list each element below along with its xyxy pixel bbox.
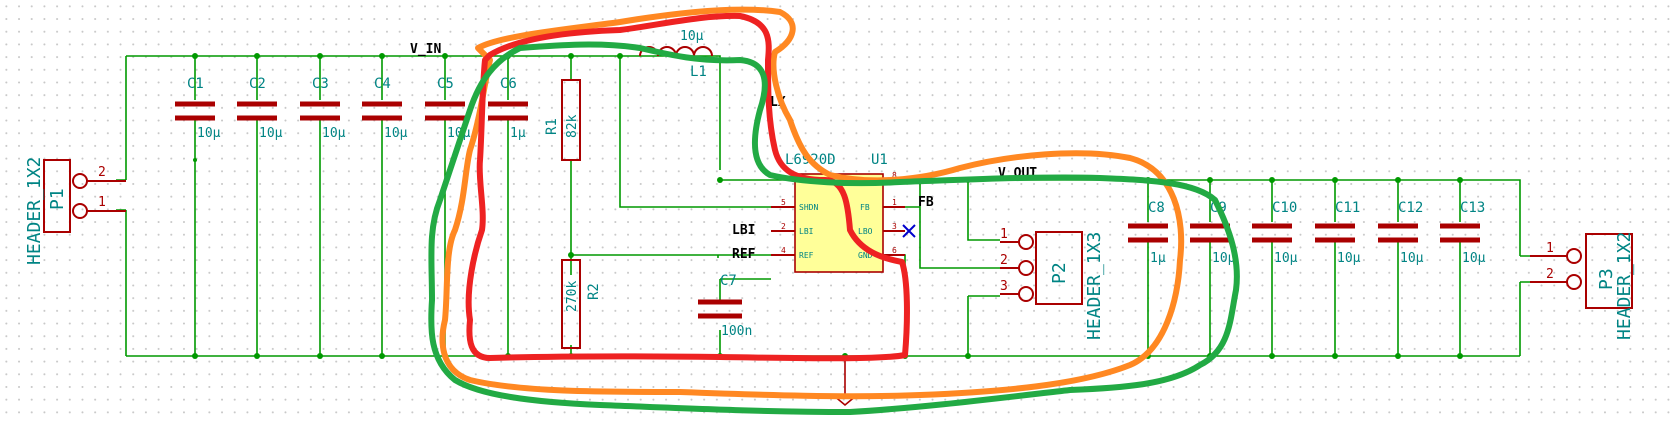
- cap-ref: C5: [437, 76, 454, 92]
- cap-ref: C3: [312, 76, 329, 92]
- cap-ref: C13: [1460, 200, 1485, 216]
- net-label-fb: FB: [918, 195, 934, 210]
- cap-value: 1µ: [1150, 251, 1166, 266]
- cap-value: 10µ: [1337, 251, 1361, 266]
- cap-value: 10µ: [1212, 251, 1236, 266]
- cap-c2: C2 10µ: [237, 56, 283, 356]
- cap-ref: C4: [374, 76, 391, 92]
- ic-pin-name: GND: [858, 251, 873, 260]
- cap-ref: C10: [1272, 200, 1297, 216]
- ic-pin-num: 1: [892, 198, 897, 207]
- c7-ref: C7: [720, 273, 737, 289]
- cap-ref: C11: [1335, 200, 1360, 216]
- ic-pin-name: FB: [860, 203, 870, 212]
- cap-c6: C6 1µ: [488, 56, 528, 356]
- cap-ref: C8: [1148, 200, 1165, 216]
- cap-ref: C12: [1398, 200, 1423, 216]
- r1-value: 82k: [565, 114, 580, 138]
- ic-pin-num: 3: [892, 222, 897, 231]
- p3-header: 1 2 P3 HEADER_1X2: [1530, 232, 1635, 340]
- cap-ref: C6: [500, 76, 517, 92]
- cap-value: 10µ: [1400, 251, 1424, 266]
- no-connect-icon: [902, 224, 916, 238]
- cap-c7: C7 100n: [698, 273, 752, 339]
- ic-ref: U1: [871, 152, 888, 168]
- cap-c4: C4 10µ: [362, 56, 408, 356]
- cap-value: 10µ: [197, 126, 221, 141]
- cap-ref: C1: [187, 76, 204, 92]
- cap-c10: C10 10µ: [1252, 180, 1298, 356]
- p1-ref: P1: [47, 188, 68, 210]
- resistor-r1: R1 82k: [544, 79, 581, 161]
- input-capacitors: C1 10µ C2 10µ C3 10µ C4 10µ C5 10µ: [175, 56, 528, 356]
- p1-pin-2: 2: [98, 165, 106, 180]
- net-label-lbi: LBI: [732, 223, 755, 238]
- cap-value: 10µ: [259, 126, 283, 141]
- p2-header: 1 2 3 P2 HEADER_1X3: [1000, 227, 1105, 340]
- cap-c12: C12 10µ: [1378, 180, 1424, 356]
- p2-value: HEADER_1X3: [1084, 232, 1105, 340]
- cap-value: 10µ: [322, 126, 346, 141]
- cap-value: 1µ: [510, 126, 526, 141]
- ic-pin-name: LBO: [858, 227, 873, 236]
- p3-value: HEADER_1X2: [1614, 232, 1635, 340]
- red-loop: [465, 12, 910, 362]
- cap-ref: C2: [249, 76, 266, 92]
- p1-header: 2 1 P1 HEADER_1X2: [24, 157, 126, 265]
- cap-c3: C3 10µ: [300, 56, 346, 356]
- r2-value: 270k: [565, 281, 580, 312]
- ic-pin-name: LBI: [799, 227, 814, 236]
- current-loops: [428, 6, 1240, 415]
- cap-c1: C1 10µ: [175, 56, 221, 356]
- green-loop: [428, 41, 1240, 415]
- cap-value: 10µ: [1274, 251, 1298, 266]
- net-label-ref: REF: [732, 247, 756, 262]
- cap-value: 10µ: [384, 126, 408, 141]
- c7-value: 100n: [721, 324, 752, 339]
- cap-c8: C8 1µ: [1128, 180, 1168, 356]
- orange-loop: [439, 6, 1185, 400]
- ic-pin-num: 5: [781, 198, 786, 207]
- p2-ref: P2: [1049, 262, 1070, 284]
- inductor-value: 10µ: [680, 29, 704, 44]
- p3-pin-1: 1: [1546, 241, 1554, 256]
- ic-pin-name: REF: [799, 251, 814, 260]
- ic-pin-name: SHDN: [799, 203, 818, 212]
- ic-pin-num: 8: [892, 171, 897, 180]
- ic-pin-num: 4: [781, 246, 786, 255]
- p1-value: HEADER_1X2: [24, 157, 45, 265]
- cap-c11: C11 10µ: [1315, 180, 1361, 356]
- net-label-vin: V_IN: [410, 42, 441, 57]
- p3-ref: P3: [1596, 268, 1617, 290]
- ic-u1: L6920D U1 5 SHDN 2 LBI 4 REF 1 FB 3 LBO …: [771, 152, 916, 273]
- inductor-ref: L1: [690, 64, 707, 80]
- ic-pin-num: 6: [892, 246, 897, 255]
- output-capacitors: C8 1µ C9 10µ C10 10µ C11 10µ C12 10µ: [1128, 180, 1486, 356]
- cap-c13: C13 10µ: [1440, 180, 1486, 356]
- p2-pin-3: 3: [1000, 279, 1008, 294]
- p1-pin-1: 1: [98, 195, 106, 210]
- ic-pin-num: 2: [781, 222, 786, 231]
- r2-ref: R2: [586, 283, 602, 300]
- r1-ref: R1: [544, 118, 560, 135]
- p2-pin-1: 1: [1000, 227, 1008, 242]
- cap-value: 10µ: [1462, 251, 1486, 266]
- resistor-r2: 270k R2: [561, 259, 602, 349]
- p2-pin-2: 2: [1000, 253, 1008, 268]
- p3-pin-2: 2: [1546, 267, 1554, 282]
- cap-c9: C9 10µ: [1190, 180, 1236, 356]
